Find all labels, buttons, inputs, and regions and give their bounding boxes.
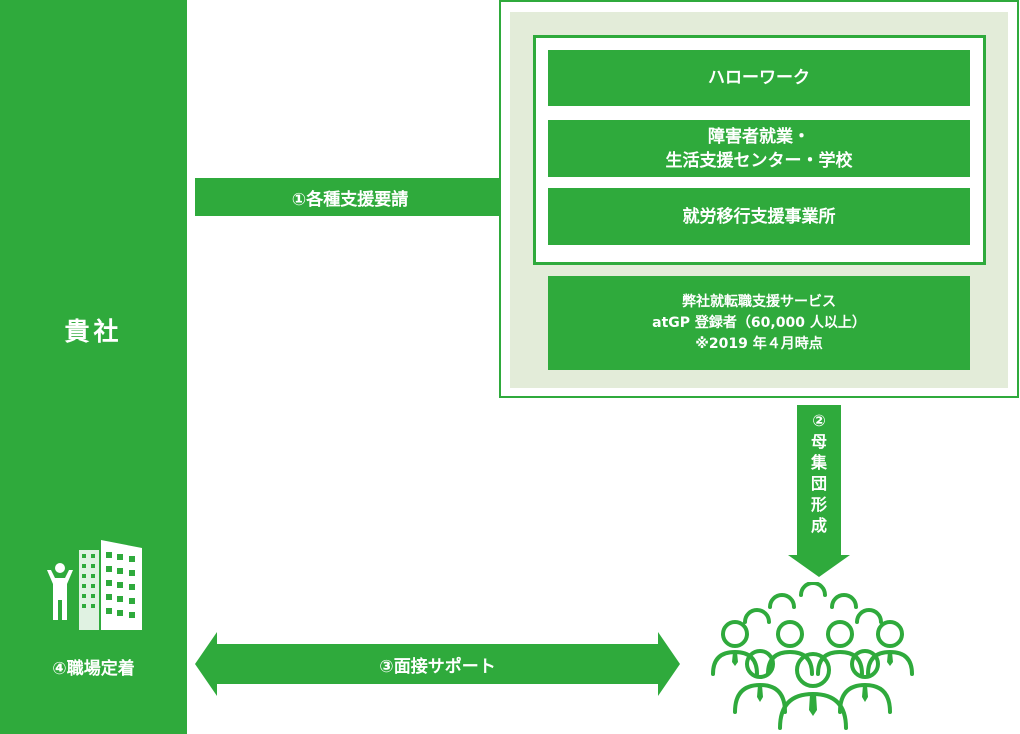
interview-arrow bbox=[195, 632, 680, 696]
interview-label: ③面接サポート bbox=[379, 656, 496, 677]
population-label-char: 形 bbox=[810, 495, 827, 514]
org-label-line: 障害者就業・ bbox=[708, 126, 810, 147]
population-label-char: ② bbox=[812, 411, 826, 430]
population-label-char: 成 bbox=[810, 516, 827, 535]
service-label-line: ※2019 年４月時点 bbox=[695, 335, 823, 352]
request-arrow bbox=[195, 168, 535, 226]
candidate-group-icon bbox=[711, 582, 914, 730]
service-label-line: atGP 登録者（60,000 人以上） bbox=[652, 314, 866, 331]
population-label-char: 母 bbox=[810, 432, 827, 451]
company-name: 貴社 bbox=[64, 317, 123, 346]
building-with-person-icon bbox=[47, 540, 142, 630]
population-label-char: 集 bbox=[810, 453, 827, 472]
org-label-line: ハローワーク bbox=[708, 68, 810, 88]
service-box: 弊社就転職支援サービス atGP 登録者（60,000 人以上） ※2019 年… bbox=[548, 276, 970, 370]
population-label-char: 団 bbox=[810, 474, 827, 493]
org-hello-work: ハローワーク bbox=[548, 50, 970, 106]
retention-label: ④職場定着 bbox=[52, 658, 135, 679]
population-label: ② 母 集 団 形 成 bbox=[788, 410, 850, 536]
request-label: ①各種支援要請 bbox=[291, 189, 409, 210]
org-employment-life-support-center: 障害者就業・ 生活支援センター・学校 bbox=[548, 120, 970, 177]
org-transition-support-office: 就労移行支援事業所 bbox=[548, 188, 970, 245]
service-label-line: 弊社就転職支援サービス bbox=[681, 293, 836, 310]
org-label-line: 生活支援センター・学校 bbox=[665, 150, 853, 171]
org-label-line: 就労移行支援事業所 bbox=[682, 206, 836, 227]
population-arrow bbox=[788, 405, 850, 577]
